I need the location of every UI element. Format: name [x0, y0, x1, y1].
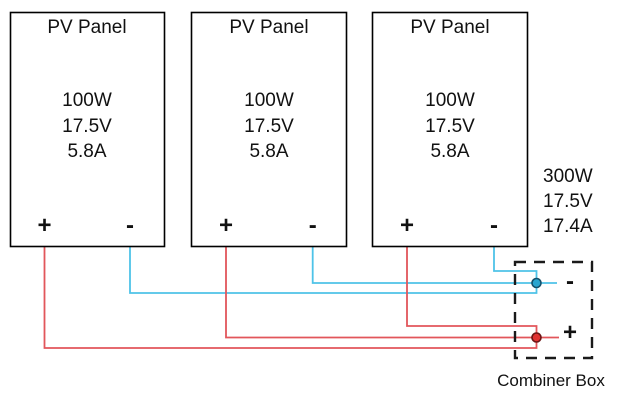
pv-panel-1: PV Panel 100W 17.5V 5.8A + - [9, 11, 166, 248]
pv-panel-3-amps: 5.8A [430, 141, 469, 162]
positive-junction-node [531, 332, 542, 343]
output-amps: 17.4A [543, 216, 593, 237]
combiner-box-caption: Combiner Box [497, 371, 605, 390]
combiner-plus-label: + [563, 319, 577, 346]
pv-panel-2-outline [190, 11, 348, 248]
negative-wire-panel2 [311, 247, 537, 284]
pv-panel-1-watts: 100W [62, 90, 112, 111]
positive-wire-panel2 [225, 247, 537, 339]
combiner-minus-label: - [566, 268, 574, 295]
pv-panel-1-minus-terminal: - [126, 212, 134, 239]
pv-panel-1-outline [9, 11, 166, 248]
pv-panel-1-title: PV Panel [47, 17, 126, 38]
pv-panel-2-amps: 5.8A [249, 141, 288, 162]
pv-panel-2-volts: 17.5V [244, 116, 294, 137]
pv-panel-2-watts: 100W [244, 90, 294, 111]
negative-wire-panel1 [129, 247, 538, 294]
pv-panel-1-plus-terminal: + [37, 212, 51, 239]
pv-panel-3-watts: 100W [425, 90, 475, 111]
pv-panel-2-title: PV Panel [229, 17, 308, 38]
positive-wire-panel1 [43, 247, 538, 349]
output-watts: 300W [543, 166, 593, 187]
negative-junction-node [531, 277, 542, 289]
positive-wires [43, 247, 559, 349]
pv-panel-3-plus-terminal: + [400, 212, 414, 239]
pv-panel-2: PV Panel 100W 17.5V 5.8A + - [190, 11, 348, 248]
output-volts: 17.5V [543, 191, 593, 212]
pv-panel-3: PV Panel 100W 17.5V 5.8A + - [371, 11, 529, 248]
positive-wire-panel3 [406, 247, 538, 338]
combiner-box-outline [513, 260, 594, 360]
pv-panel-3-volts: 17.5V [425, 116, 475, 137]
negative-wire-panel3 [493, 247, 538, 283]
pv-panel-1-amps: 5.8A [67, 141, 106, 162]
combined-output-specs: 300W 17.5V 17.4A [543, 166, 593, 237]
pv-panel-2-plus-terminal: + [219, 212, 233, 239]
negative-wires [129, 247, 557, 294]
pv-panel-1-volts: 17.5V [62, 116, 112, 137]
pv-panel-3-title: PV Panel [410, 17, 489, 38]
pv-panel-3-minus-terminal: - [490, 212, 498, 239]
pv-panel-2-minus-terminal: - [309, 212, 317, 239]
pv-panel-3-outline [371, 11, 529, 248]
